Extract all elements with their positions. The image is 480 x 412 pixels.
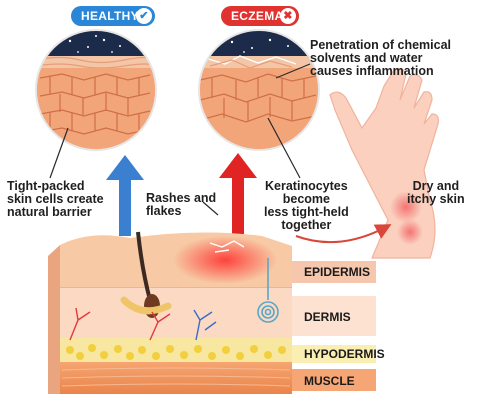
keratinocytes-label: Keratinocytes become less tight-held tog… [264, 179, 349, 232]
skin-block [48, 231, 292, 394]
check-icon: ✔ [136, 8, 152, 24]
healthy-arrow [106, 155, 144, 236]
eczema-label: ECZEMA [231, 9, 284, 23]
dry-itchy-label: Dry and itchy skin [407, 179, 465, 206]
layer-tabs [292, 261, 376, 391]
x-icon: ✖ [280, 8, 296, 24]
rashes-label: Rashes and flakes [146, 191, 217, 218]
eczema-skin-circle [198, 29, 320, 151]
curve-arrow [295, 224, 392, 244]
healthy-badge: HEALTHY ✔ [71, 6, 155, 26]
eczema-arrow [219, 153, 257, 234]
hand-illustration [329, 68, 439, 259]
dermis-label: DERMIS [304, 310, 351, 324]
muscle-label: MUSCLE [304, 374, 355, 388]
healthy-skin-circle [35, 29, 157, 151]
healthy-label: HEALTHY [81, 9, 139, 23]
penetration-label: Penetration of chemical solvents and wat… [310, 38, 452, 78]
epidermis-label: EPIDERMIS [304, 265, 371, 279]
eczema-badge: ECZEMA ✖ [221, 6, 299, 26]
tight-packed-label: Tight-packed skin cells create natural b… [7, 179, 104, 219]
hypodermis-label: HYPODERMIS [304, 347, 385, 361]
